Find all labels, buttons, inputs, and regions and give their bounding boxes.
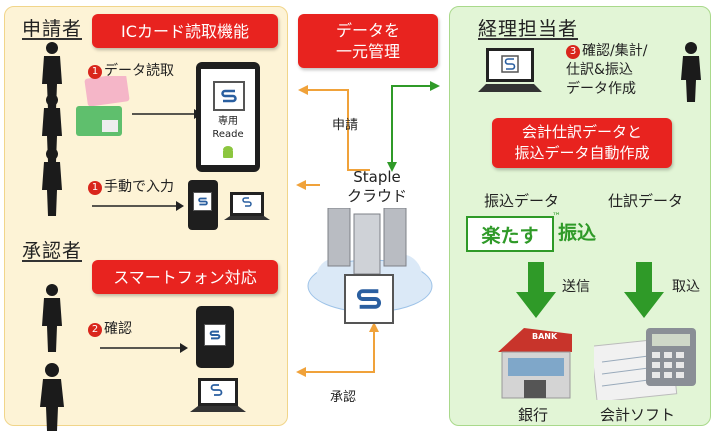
accounting-pc-icon bbox=[478, 48, 542, 92]
person-icon bbox=[42, 284, 62, 352]
staple-cloud-label: Staple クラウド bbox=[346, 168, 407, 205]
applicant-heading: 申請者 bbox=[22, 18, 83, 40]
step1-data-read-text: データ読取 bbox=[104, 63, 174, 79]
reader-tablet: 専用 Reade bbox=[196, 62, 260, 172]
person-icon bbox=[681, 42, 701, 102]
person-icons-left bbox=[40, 42, 64, 431]
staple-logo-icon bbox=[213, 81, 245, 111]
journal-data-label: 仕訳データ bbox=[608, 192, 684, 210]
rakutasu-tm: ™ bbox=[552, 212, 561, 222]
reader-screen: 専用 Reade bbox=[201, 69, 255, 165]
approver-heading-underline bbox=[22, 260, 82, 262]
ic-cards-image bbox=[76, 76, 130, 136]
accounting-heading: 経理担当者 bbox=[478, 18, 579, 40]
reader-label: 専用 Reade bbox=[212, 116, 244, 140]
person-icon bbox=[40, 363, 64, 431]
rakutasu-logo: 楽たす bbox=[466, 216, 554, 252]
approver-phone-icon bbox=[196, 306, 234, 368]
unified-data-box: データを 一元管理 bbox=[298, 14, 438, 68]
software-label: 会計ソフト bbox=[600, 406, 676, 424]
approval-arrow bbox=[296, 322, 379, 377]
bank-sign: BANK bbox=[532, 332, 558, 341]
import-arrow-icon bbox=[624, 262, 664, 318]
laptop-icon bbox=[224, 192, 270, 220]
step3-number: 3 bbox=[566, 45, 580, 59]
approver-heading: 承認者 bbox=[22, 240, 83, 262]
approver-laptop-icon bbox=[190, 378, 246, 412]
approval-arrow-down bbox=[296, 180, 320, 190]
applicant-heading-underline bbox=[22, 38, 82, 40]
step3-text-value: 確認/集計/ 仕訳&振込 データ作成 bbox=[566, 43, 648, 97]
step2-number: 2 bbox=[88, 323, 102, 337]
bank-label: 銀行 bbox=[518, 406, 549, 424]
arrow-to-reader bbox=[132, 109, 202, 119]
accounting-software-image bbox=[594, 328, 696, 400]
arrow-to-devices bbox=[92, 201, 184, 211]
staple-logo-icon bbox=[193, 192, 212, 211]
step2-confirm-text: 確認 bbox=[104, 321, 132, 337]
send-arrow-icon bbox=[516, 262, 556, 318]
step1-number: 1 bbox=[88, 181, 102, 195]
apply-label: 申請 bbox=[332, 118, 359, 133]
person-icon bbox=[42, 94, 62, 162]
smartphone-feature-box: スマートフォン対応 bbox=[92, 260, 278, 294]
accounting-arrow bbox=[387, 81, 440, 172]
apply-arrow bbox=[298, 85, 370, 171]
auto-create-box: 会計仕訳データと 振込データ自動作成 bbox=[492, 118, 672, 168]
android-icon bbox=[223, 146, 233, 158]
import-label: 取込 bbox=[672, 279, 700, 295]
step1-manual-text: 手動で入力 bbox=[104, 179, 174, 195]
step1-number: 1 bbox=[88, 65, 102, 79]
approve-label: 承認 bbox=[330, 390, 357, 405]
center-flow-arrows bbox=[296, 81, 440, 377]
arrow-to-approver-devices bbox=[100, 343, 188, 353]
person-icon bbox=[42, 42, 62, 110]
rakutasu-furikomi: 振込 bbox=[558, 222, 597, 244]
bank-building-image bbox=[498, 328, 572, 399]
transfer-data-label: 振込データ bbox=[484, 192, 560, 210]
cloud-staple-logo-icon bbox=[344, 274, 394, 324]
accounting-heading-underline bbox=[478, 38, 578, 40]
staple-logo-icon bbox=[204, 324, 226, 346]
phone-icon bbox=[188, 180, 218, 230]
ic-card-feature-box: ICカード読取機能 bbox=[92, 14, 278, 48]
person-icon bbox=[42, 148, 62, 216]
send-label: 送信 bbox=[562, 279, 590, 295]
